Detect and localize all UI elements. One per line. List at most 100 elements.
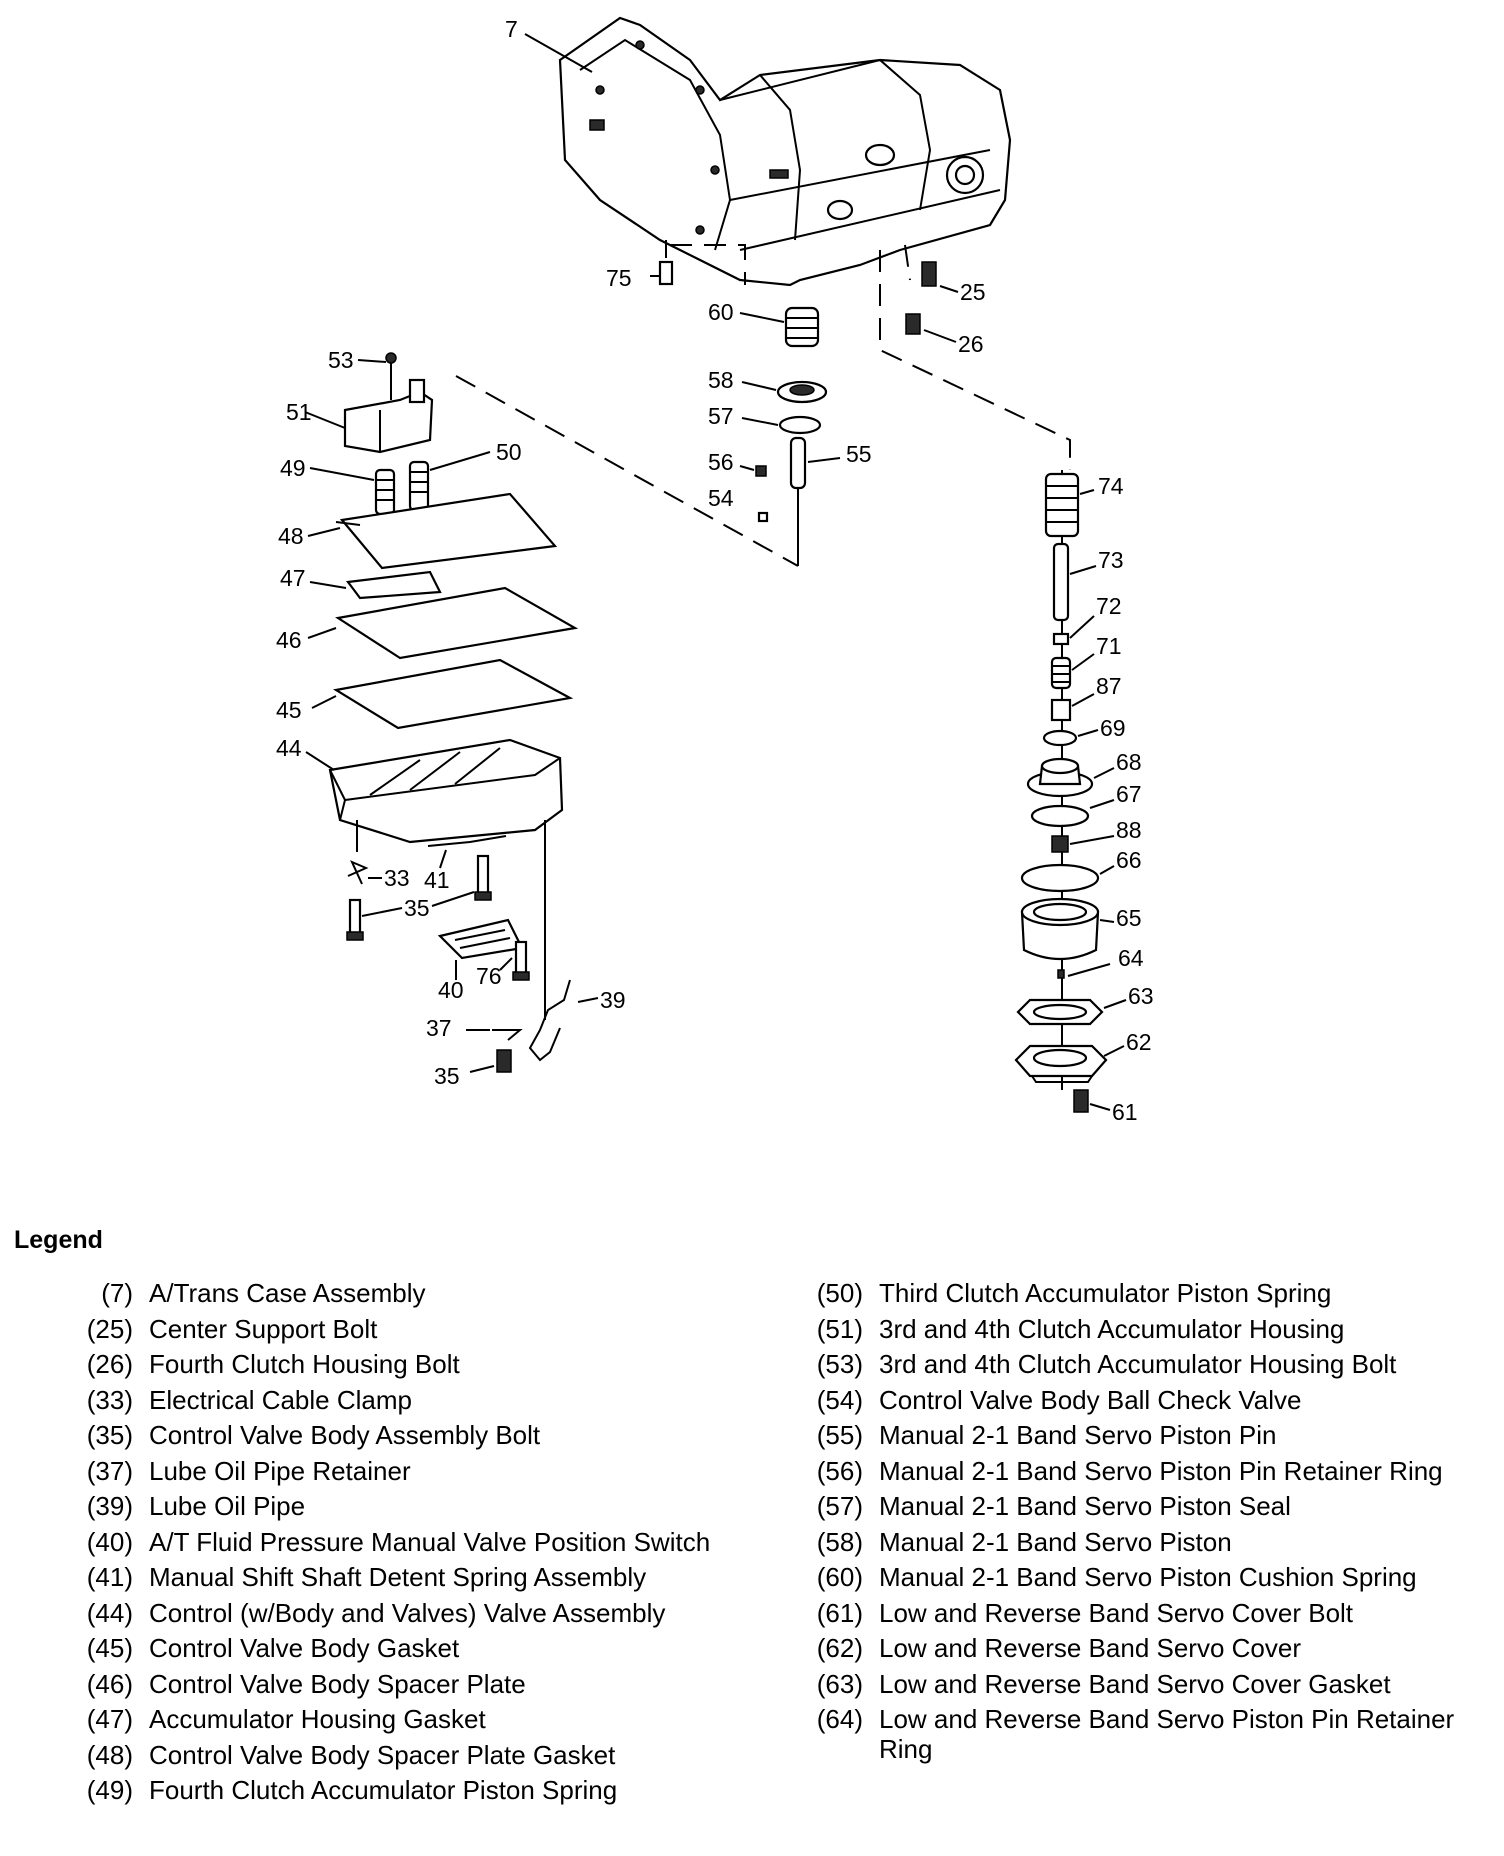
legend-item-text: 3rd and 4th Clutch Accumulator Housing bbox=[879, 1313, 1345, 1344]
legend-item-number: (51) bbox=[816, 1313, 863, 1344]
legend-item: (26) Fourth Clutch Housing Bolt bbox=[58, 1349, 718, 1379]
legend-item: (25) Center Support Bolt bbox=[58, 1314, 718, 1344]
legend-item-text: Lube Oil Pipe bbox=[149, 1491, 306, 1521]
valve-body-bolt-35b bbox=[496, 1049, 512, 1073]
housing-bolt-53 bbox=[385, 352, 397, 400]
position-switch-40 bbox=[437, 918, 524, 960]
callout-72: 72 bbox=[1096, 593, 1122, 619]
callout-39: 39 bbox=[600, 987, 626, 1013]
legend-item: (53) 3rd and 4th Clutch Accumulator Housi… bbox=[788, 1349, 1488, 1379]
callout-35a: 35 bbox=[404, 895, 430, 921]
legend-item: (58)Manual 2-1 Band Servo Piston bbox=[788, 1527, 1488, 1557]
legend-item-text: Manual 2-1 Band Servo Piston Pin bbox=[879, 1420, 1277, 1450]
legend-item-text: Manual Shift Shaft Detent Spring Assembl… bbox=[149, 1562, 647, 1592]
legend-item-number: (26) bbox=[86, 1349, 133, 1379]
callout-71: 71 bbox=[1096, 633, 1122, 659]
legend-item: (41) Manual Shift Shaft Detent Spring Ass… bbox=[58, 1562, 718, 1592]
legend-item-text: Control Valve Body Ball Check Valve bbox=[879, 1384, 1302, 1415]
callout-88: 88 bbox=[1116, 817, 1142, 843]
legend-item-text: Center Support Bolt bbox=[149, 1313, 378, 1344]
detent-spring-41 bbox=[427, 835, 507, 847]
callout-65: 65 bbox=[1116, 905, 1142, 931]
legend-item: (45)Control Valve Body Gasket bbox=[58, 1633, 718, 1663]
legend-item-number: (45) bbox=[86, 1633, 133, 1663]
servo-cover-62 bbox=[1014, 1044, 1108, 1083]
legend-item-number: (64) bbox=[816, 1704, 863, 1734]
ball-check-valve-54 bbox=[757, 511, 769, 523]
callout-41: 41 bbox=[424, 867, 450, 893]
legend-item: (49)Fourth Clutch Accumulator Piston Spr… bbox=[58, 1775, 718, 1805]
callout-26: 26 bbox=[958, 331, 984, 357]
legend-item-number: (39) bbox=[86, 1491, 133, 1521]
legend-item: (63)Low and Reverse Band Servo Cover Gas… bbox=[788, 1669, 1488, 1699]
legend-item-number: (57) bbox=[816, 1491, 863, 1521]
legend-item: (48)Control Valve Body Spacer Plate Gask… bbox=[58, 1740, 718, 1770]
callout-57: 57 bbox=[708, 403, 734, 429]
legend-item-text: Lube Oil Pipe Retainer bbox=[149, 1455, 411, 1486]
legend-item-text: Low and Reverse Band Servo Cover Gasket bbox=[879, 1668, 1391, 1699]
pin-retainer-ring-56 bbox=[755, 465, 767, 477]
callout-47: 47 bbox=[280, 565, 306, 591]
callout-25: 25 bbox=[960, 279, 986, 305]
trans-case-assembly bbox=[558, 16, 1012, 287]
legend-item-number: (25) bbox=[86, 1313, 133, 1344]
callout-44: 44 bbox=[276, 735, 302, 761]
legend-title: Legend bbox=[14, 1226, 103, 1254]
legend-item-number: (41) bbox=[86, 1562, 133, 1592]
legend-item-text: Fourth Clutch Accumulator Piston Spring bbox=[149, 1775, 618, 1805]
legend-item-number: (40) bbox=[86, 1526, 133, 1557]
callout-55: 55 bbox=[846, 441, 872, 467]
servo-pin-73 bbox=[1052, 542, 1070, 622]
legend-item-text: 3rd and 4th Clutch Accumulator Housing B… bbox=[879, 1349, 1397, 1379]
legend-item-text: Control Valve Body Assembly Bolt bbox=[149, 1420, 541, 1450]
legend-item: (44)Control (w/Body and Valves) Valve As… bbox=[58, 1598, 718, 1628]
callout-37: 37 bbox=[426, 1015, 452, 1041]
ring-66 bbox=[1020, 863, 1100, 893]
legend-item-number: (44) bbox=[86, 1597, 133, 1628]
legend-item: (7)A/Trans Case Assembly bbox=[58, 1278, 718, 1308]
callout-64: 64 bbox=[1118, 945, 1144, 971]
part-87 bbox=[1050, 698, 1072, 722]
callout-58: 58 bbox=[708, 367, 734, 393]
legend-item-text: Fourth Clutch Housing Bolt bbox=[149, 1349, 460, 1379]
part-72 bbox=[1052, 632, 1070, 646]
accumulator-housing-gasket-47 bbox=[345, 570, 442, 600]
legend-item-number: (7) bbox=[101, 1278, 133, 1308]
legend-item-number: (35) bbox=[86, 1420, 133, 1450]
servo-spring-74 bbox=[1044, 472, 1080, 538]
part-88 bbox=[1051, 835, 1069, 853]
legend-item-number: (62) bbox=[816, 1633, 863, 1663]
cable-clamp-33 bbox=[347, 860, 369, 885]
legend-item: (37) Lube Oil Pipe Retainer bbox=[58, 1456, 718, 1486]
callout-35b: 35 bbox=[434, 1063, 460, 1089]
legend-item-number: (47) bbox=[86, 1704, 133, 1734]
legend-item-text: Control Valve Body Spacer Plate Gasket bbox=[149, 1739, 616, 1770]
legend-item: (54)Control Valve Body Ball Check Valve bbox=[788, 1385, 1488, 1415]
legend-item-number: (53) bbox=[816, 1349, 863, 1379]
part-68 bbox=[1026, 757, 1094, 798]
legend-item-text: Low and Reverse Band Servo Cover bbox=[879, 1633, 1302, 1663]
legend-item-number: (37) bbox=[86, 1455, 133, 1486]
piston-65 bbox=[1020, 897, 1100, 960]
callout-67: 67 bbox=[1116, 781, 1142, 807]
callout-75: 75 bbox=[606, 265, 632, 291]
legend-item-text: Low and Reverse Band Servo Piston Pin Re… bbox=[879, 1704, 1455, 1764]
servo-piston-pin-55 bbox=[789, 436, 807, 490]
callout-33: 33 bbox=[384, 865, 410, 891]
pipe-retainer-37 bbox=[492, 1029, 523, 1041]
legend-item: (51) 3rd and 4th Clutch Accumulator Housi… bbox=[788, 1314, 1488, 1344]
legend-item-text: Manual 2-1 Band Servo Piston Seal bbox=[879, 1491, 1291, 1521]
legend-item-number: (58) bbox=[816, 1526, 863, 1557]
legend-item-number: (56) bbox=[816, 1455, 863, 1486]
callout-60: 60 bbox=[708, 299, 734, 325]
cover-bolt-61 bbox=[1073, 1089, 1089, 1113]
callout-73: 73 bbox=[1098, 547, 1124, 573]
callout-63: 63 bbox=[1128, 983, 1154, 1009]
callout-40: 40 bbox=[438, 977, 464, 1003]
legend-item: (57) Manual 2-1 Band Servo Piston Seal bbox=[788, 1491, 1488, 1521]
legend-item: (62) Low and Reverse Band Servo Cover bbox=[788, 1633, 1488, 1663]
callout-68: 68 bbox=[1116, 749, 1142, 775]
callout-74: 74 bbox=[1098, 473, 1124, 499]
legend-left-column: (7)A/Trans Case Assembly (25) Center Suppo… bbox=[58, 1278, 718, 1811]
legend-item-text: Manual 2-1 Band Servo Piston Pin Retaine… bbox=[879, 1455, 1443, 1486]
